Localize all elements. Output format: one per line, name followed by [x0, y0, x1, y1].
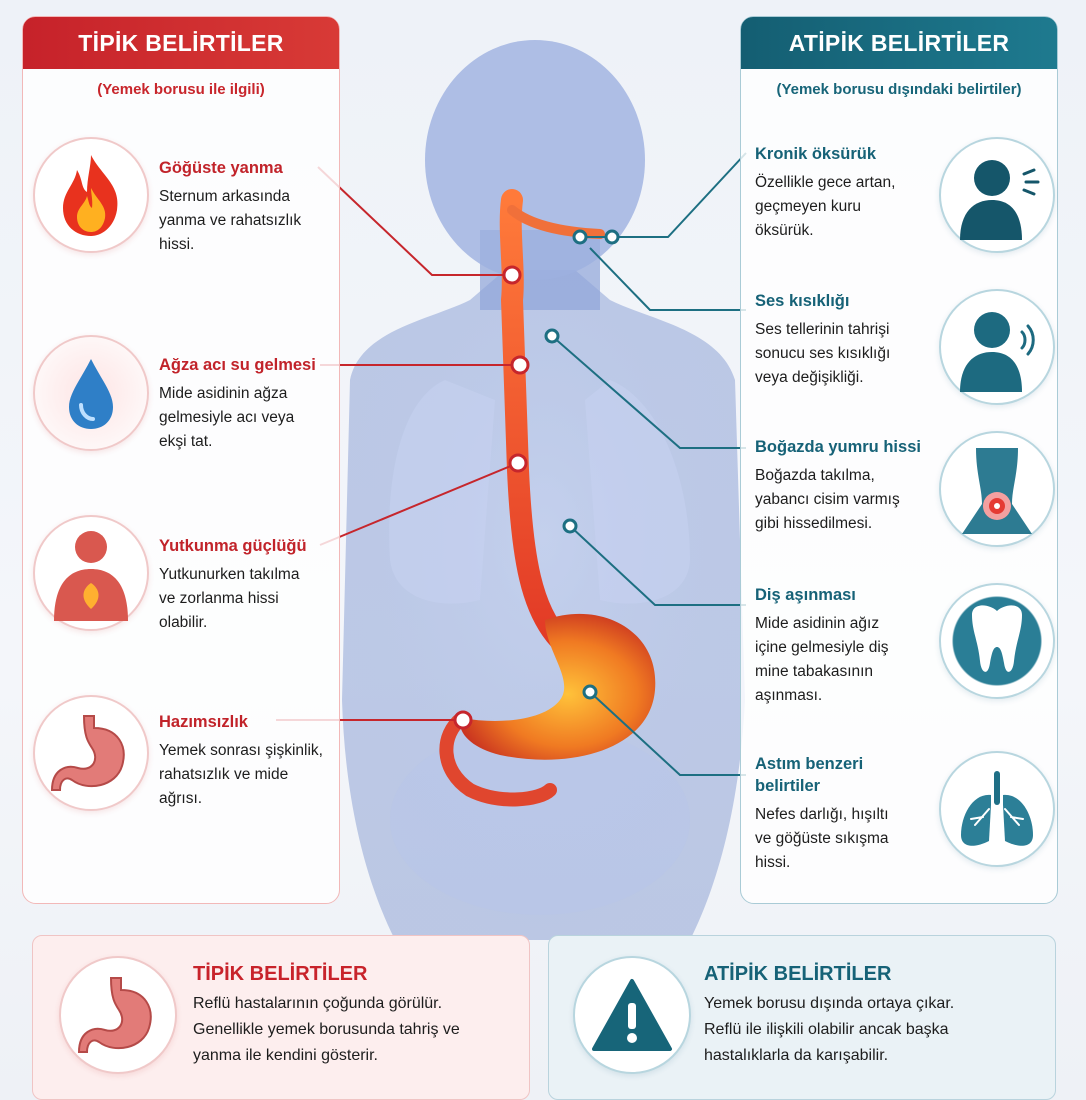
symptom-desc-line: Boğazda takılma, — [755, 467, 875, 484]
symptom-title: Ağza acı su gelmesi — [159, 356, 316, 374]
atypical-summary-title: ATİPİK BELİRTİLER — [704, 963, 892, 985]
typical-panel-subtitle: (Yemek borusu ile ilgili) — [97, 81, 265, 98]
typical-symptoms-panel: TİPİK BELİRTİLER (Yemek borusu ile ilgil… — [22, 16, 340, 904]
throat-icon — [939, 431, 1055, 547]
marker-dot-4 — [453, 710, 473, 730]
typical-summary-title: TİPİK BELİRTİLER — [193, 963, 368, 985]
symptom-desc-line: mine tabakasının — [755, 663, 874, 680]
connector-line-8 — [569, 525, 746, 606]
marker-dot-7 — [544, 328, 560, 344]
summary-line: Yemek borusu dışında ortaya çıkar. — [704, 995, 955, 1012]
connector-line-7 — [551, 335, 746, 449]
symptom-desc-line: Ses tellerinin tahrişi — [755, 321, 890, 338]
marker-dot-1 — [502, 265, 522, 285]
duodenum-shape — [439, 711, 557, 807]
flame-icon — [33, 137, 149, 253]
symptom-globus: Boğazda yumru hissi Boğazda takılma, yab… — [755, 436, 921, 536]
symptom-desc-line: hissi. — [159, 236, 195, 253]
symptom-title: Boğazda yumru hissi — [755, 438, 921, 456]
summary-line: Reflü hastalarının çoğunda görülür. — [193, 995, 443, 1012]
symptom-desc-line: ve göğüste sıkışma — [755, 830, 889, 847]
symptom-desc-line: Nefes darlığı, hışıltı — [755, 806, 889, 823]
marker-dot-6 — [604, 229, 620, 245]
symptom-desc-line: gibi hissedilmesi. — [755, 515, 873, 532]
connector-line-9 — [589, 691, 746, 776]
symptom-desc-line: sonucu ses kısıklığı — [755, 345, 891, 362]
atypical-symptoms-panel: ATİPİK BELİRTİLER (Yemek borusu dışındak… — [740, 16, 1058, 904]
atypical-summary-card: ATİPİK BELİRTİLER Yemek borusu dışında o… — [548, 935, 1056, 1100]
tooth-icon — [939, 583, 1055, 699]
typical-panel-title: TİPİK BELİRTİLER — [23, 17, 339, 69]
symptom-desc-line: ekşi tat. — [159, 433, 213, 450]
symptom-desc-line: ağrısı. — [159, 790, 203, 807]
speaking-person-icon — [939, 289, 1055, 405]
symptom-title-line: Astım benzeri — [755, 755, 864, 773]
symptom-tooth-erosion: Diş aşınması Mide asidinin ağız içine ge… — [755, 584, 889, 708]
symptom-desc-line: Özellikle gece artan, — [755, 174, 896, 191]
symptom-desc-line: Mide asidinin ağza — [159, 385, 288, 402]
symptom-desc-line: yanma ve rahatsızlık — [159, 212, 302, 229]
symptom-indigestion: Hazımsızlık Yemek sonrası şişkinlik, rah… — [159, 711, 323, 811]
symptom-desc-line: Yemek sonrası şişkinlik, — [159, 742, 323, 759]
symptom-desc-line: hissi. — [755, 854, 791, 871]
symptom-desc-line: yabancı cisim varmış — [755, 491, 900, 508]
marker-dot-5 — [572, 229, 588, 245]
symptom-hoarseness: Ses kısıklığı Ses tellerinin tahrişi son… — [755, 290, 890, 390]
stomach-icon — [59, 956, 177, 1074]
mouth-tube-shape — [507, 205, 605, 239]
symptom-desc-line: geçmeyen kuru — [755, 198, 861, 215]
coughing-person-icon — [939, 137, 1055, 253]
person-chest-icon — [33, 515, 149, 631]
head-shape — [425, 40, 645, 280]
symptom-title: Kronik öksürük — [755, 145, 877, 163]
symptom-desc-line: Mide asidinin ağız — [755, 615, 880, 632]
summary-line: hastalıklarla da karışabilir. — [704, 1047, 889, 1064]
droplet-icon — [33, 335, 149, 451]
intestines-shape — [390, 725, 690, 915]
stomach-shape — [460, 613, 656, 760]
summary-line: yanma ile kendini gösterir. — [193, 1047, 378, 1064]
connector-line-3 — [319, 462, 519, 546]
symptom-title: Diş aşınması — [755, 586, 856, 604]
stomach-icon — [33, 695, 149, 811]
symptom-desc-line: Sternum arkasında — [159, 188, 290, 205]
symptom-title: Yutkunma güçlüğü — [159, 537, 307, 555]
summary-line: Reflü ile ilişkili olabilir ancak başka — [704, 1021, 949, 1038]
atypical-panel-title: ATİPİK BELİRTİLER — [741, 17, 1057, 69]
symptom-title: Göğüste yanma — [159, 159, 283, 177]
symptom-heartburn: Göğüste yanma Sternum arkasında yanma ve… — [159, 157, 301, 257]
symptom-title: Ses kısıklığı — [755, 292, 850, 310]
symptom-desc-line: ve zorlanma hissi — [159, 590, 279, 607]
typical-summary-card: TİPİK BELİRTİLER Reflü hastalarının çoğu… — [32, 935, 530, 1100]
symptom-desc-line: içine gelmesiyle diş — [755, 639, 889, 656]
symptom-desc-line: aşınması. — [755, 687, 823, 704]
symptom-desc-line: öksürük. — [755, 222, 814, 239]
symptom-desc-line: rahatsızlık ve mide — [159, 766, 289, 783]
lung-left-shape — [389, 380, 495, 604]
symptom-chronic-cough: Kronik öksürük Özellikle gece artan, geç… — [755, 143, 895, 243]
marker-dot-3 — [508, 453, 528, 473]
symptom-dysphagia: Yutkunma güçlüğü Yutkunurken takılma ve … — [159, 535, 307, 635]
symptom-desc-line: gelmesiyle acı veya — [159, 409, 295, 426]
symptom-asthma-like: Astım benzeri belirtiler Nefes darlığı, … — [755, 753, 889, 875]
marker-dot-8 — [562, 518, 578, 534]
symptom-title-line: belirtiler — [755, 777, 821, 795]
symptom-desc-line: olabilir. — [159, 614, 208, 631]
marker-dot-2 — [510, 355, 530, 375]
connector-line-1 — [317, 166, 512, 276]
lung-right-shape — [585, 380, 690, 604]
symptom-desc-line: veya değişikliği. — [755, 369, 864, 386]
lungs-icon — [939, 751, 1055, 867]
symptom-title: Hazımsızlık — [159, 713, 248, 731]
atypical-panel-subtitle: (Yemek borusu dışındaki belirtiler) — [776, 81, 1022, 98]
summary-line: Genellikle yemek borusunda tahriş ve — [193, 1021, 460, 1038]
symptom-regurgitation: Ağza acı su gelmesi Mide asidinin ağza g… — [159, 354, 316, 454]
symptom-desc-line: Yutkunurken takılma — [159, 566, 300, 583]
marker-dot-9 — [582, 684, 598, 700]
warning-icon — [573, 956, 691, 1074]
connector-line-6 — [589, 247, 746, 311]
